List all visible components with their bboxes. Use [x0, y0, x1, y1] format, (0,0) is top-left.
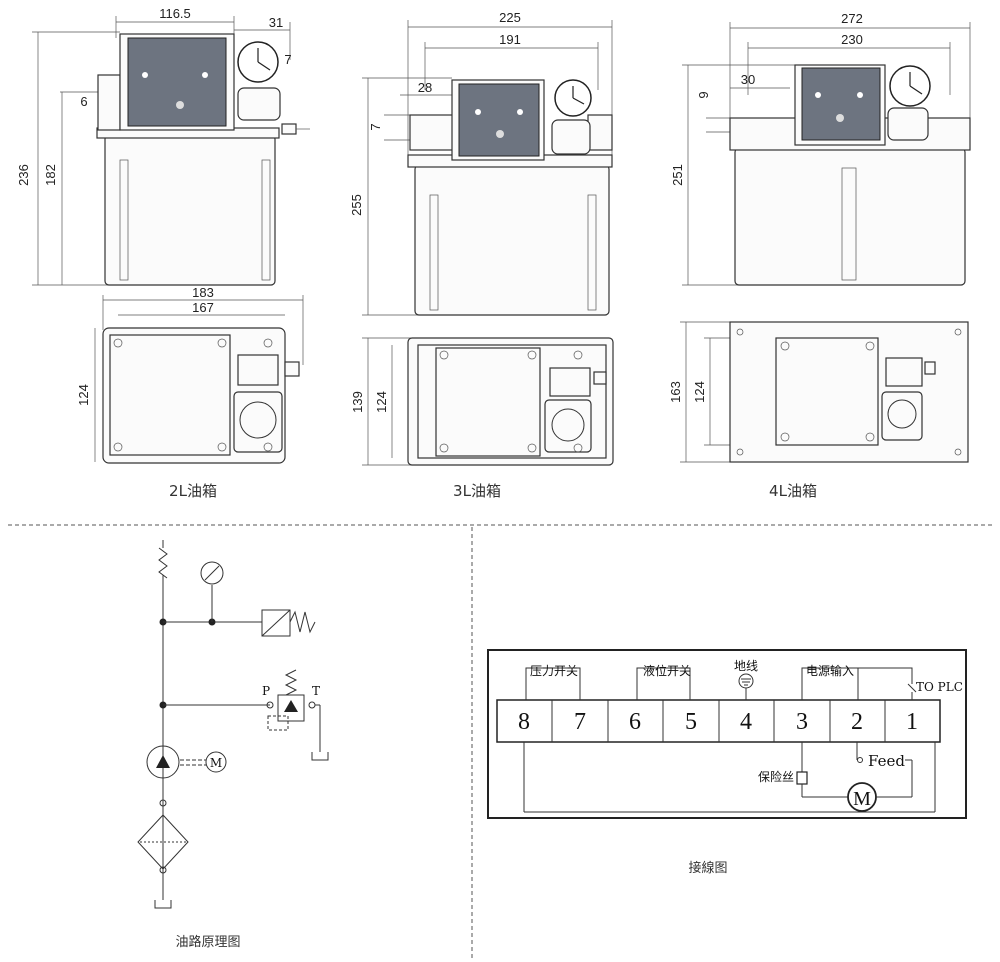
port-t-label: T — [312, 684, 320, 698]
motor-icon — [205, 751, 227, 773]
dim-2l-left-small: 6 — [80, 94, 87, 109]
dim-2l-bottom-w1: 183 — [192, 285, 214, 300]
tank-3l-top-view: 139 124 — [350, 337, 614, 466]
dim-2l-top2: 31 — [269, 15, 283, 30]
dim-2l-side-small: 7 — [284, 52, 291, 67]
dim-2l-depth: 124 — [76, 384, 91, 406]
tank-4l-front-view: 272 230 30 9 251 — [670, 11, 971, 286]
dim-4l-top1: 272 — [841, 11, 863, 26]
caption-2l: 2L油箱 — [169, 482, 217, 500]
wiring-motor-label: M — [853, 788, 871, 810]
motor-label: M — [210, 756, 222, 770]
terminal-3: 3 — [796, 709, 808, 735]
label-fuse: 保险丝 — [758, 769, 794, 784]
terminal-8: 8 — [518, 709, 530, 735]
label-to-plc: TO PLC — [916, 680, 963, 694]
dim-3l-depth-total: 139 — [350, 391, 365, 413]
caption-hydraulic: 油路原理图 — [175, 934, 240, 950]
dim-3l-side-small: 7 — [368, 123, 383, 130]
pump-icon — [146, 745, 180, 779]
filter-icon — [137, 814, 189, 870]
dim-2l-bottom-w2: 167 — [192, 300, 214, 315]
dim-2l-height-total: 236 — [16, 164, 31, 186]
caption-3l: 3L油箱 — [453, 482, 501, 500]
dim-2l-height-body: 182 — [43, 164, 58, 186]
dim-4l-depth-total: 163 — [668, 381, 683, 403]
hydraulic-schematic: P T M — [137, 540, 329, 909]
dim-4l-offset: 30 — [741, 72, 755, 87]
label-power-input: 电源输入 — [806, 663, 854, 678]
dim-4l-side-small: 9 — [696, 91, 711, 98]
dim-3l-height-total: 255 — [349, 194, 364, 216]
caption-4l: 4L油箱 — [769, 482, 817, 500]
tank-2l-top-view: 183 167 124 — [76, 285, 304, 464]
label-feed: Feed — [868, 752, 905, 770]
caption-wiring: 接線图 — [688, 860, 727, 876]
tank-4l-top-view: 163 124 — [668, 321, 969, 463]
terminal-1: 1 — [906, 709, 918, 735]
dim-4l-top2: 230 — [841, 32, 863, 47]
label-level-switch: 液位开关 — [643, 663, 691, 678]
dim-3l-depth: 124 — [374, 391, 389, 413]
label-pressure-switch: 压力开关 — [530, 664, 578, 678]
dim-2l-top1: 116.5 — [159, 6, 191, 21]
terminal-2: 2 — [851, 709, 863, 735]
wiring-diagram: 8 7 6 5 4 3 2 1 压力开关 液位开关 地线 电源输入 TO PLC — [487, 649, 967, 819]
dim-3l-top1: 225 — [499, 10, 521, 25]
terminal-block: 8 7 6 5 4 3 2 1 — [496, 699, 941, 743]
ground-icon — [738, 673, 754, 689]
dim-4l-height-total: 251 — [670, 164, 685, 186]
tank-2l-front-view: 116.5 31 7 6 236 182 — [16, 6, 310, 286]
pressure-switch-icon — [261, 609, 291, 637]
dim-3l-top2: 191 — [499, 32, 521, 47]
label-ground: 地线 — [734, 659, 758, 673]
dim-4l-depth: 124 — [692, 381, 707, 403]
port-p-label: P — [262, 684, 270, 698]
terminal-4: 4 — [740, 709, 752, 735]
pressure-gauge-icon — [200, 561, 224, 585]
relief-valve-icon — [277, 694, 305, 722]
tank-3l-front-view: 225 191 28 7 255 — [349, 10, 613, 316]
fuse-icon — [796, 771, 808, 785]
terminal-6: 6 — [629, 709, 641, 735]
terminal-5: 5 — [685, 709, 697, 735]
dim-3l-offset: 28 — [418, 80, 432, 95]
terminal-7: 7 — [574, 709, 586, 735]
